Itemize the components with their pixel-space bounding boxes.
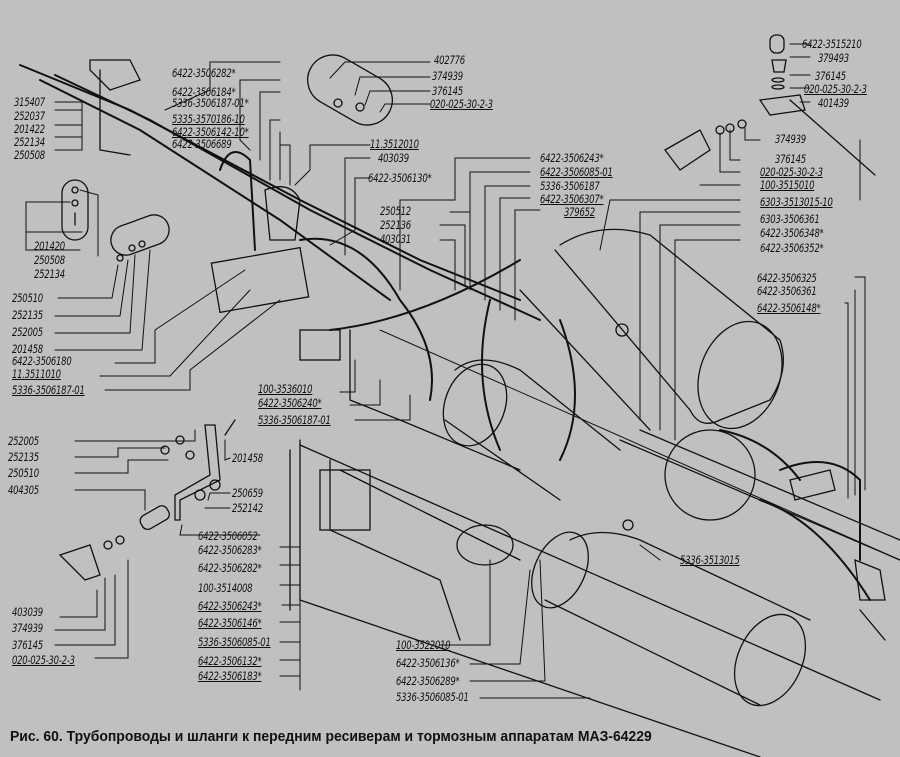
right-end-fittings	[789, 469, 886, 641]
part-label: 6422-3506348*	[760, 226, 824, 240]
part-label: 403039	[12, 605, 43, 619]
pipes-lower	[329, 329, 521, 641]
part-label: 250508	[14, 148, 45, 162]
part-label: 6422-3506289*	[396, 674, 460, 688]
part-label: 376145	[775, 152, 806, 166]
part-label: 6422-3506307*	[540, 192, 604, 206]
part-label: 376145	[12, 638, 43, 652]
part-label: 201458	[232, 451, 263, 465]
wheel-arch	[664, 429, 756, 521]
part-label: 374939	[12, 621, 43, 635]
part-label: 252136	[380, 218, 411, 232]
part-label: 252005	[8, 434, 39, 448]
part-label: 5336-3506085-01	[396, 690, 469, 704]
part-label: 5336-3506187-01	[258, 413, 331, 427]
part-label: 201458	[12, 342, 43, 356]
part-label: 250508	[34, 253, 65, 267]
part-label: 376145	[432, 84, 463, 98]
leader-lines	[25, 43, 866, 699]
bracket-assembly	[58, 419, 236, 581]
part-label: 6422-3506148*	[757, 301, 821, 315]
part-label: 020-025-30-2-3	[760, 165, 823, 179]
part-label: 6422-3506282*	[198, 561, 262, 575]
part-label: 100-3522010	[396, 638, 451, 652]
part-label: 020-025-30-2-3	[12, 653, 75, 667]
part-label: 100-3515010	[760, 178, 815, 192]
exploded-ovals	[61, 54, 393, 262]
part-label: 6422-3506240*	[258, 396, 322, 410]
part-label: 374939	[432, 69, 463, 83]
part-label: 376145	[815, 69, 846, 83]
part-label: 6422-3506184*	[172, 85, 236, 99]
part-label: 252135	[12, 308, 43, 322]
part-label: 6422-3506689	[172, 137, 232, 151]
part-label: 6422-3506243*	[540, 151, 604, 165]
part-label: 6422-3506325	[757, 271, 817, 285]
part-label: 201422	[14, 122, 45, 136]
part-label: 6422-3506136*	[396, 656, 460, 670]
part-label: 6422-3506146*	[198, 616, 262, 630]
part-label: 5336-3506085-01	[198, 635, 271, 649]
part-label: 379652	[564, 205, 595, 219]
part-label: 401439	[818, 96, 849, 110]
part-label: 100-3536010	[258, 382, 313, 396]
part-label: 5336-3506187-01*	[172, 96, 249, 110]
part-label: 374939	[775, 132, 806, 146]
part-label: 250659	[232, 486, 263, 500]
part-label: 252142	[232, 501, 263, 515]
receiver-middle	[442, 359, 621, 501]
valve-blocks	[210, 186, 514, 566]
part-label: 250510	[12, 291, 43, 305]
part-label: 315407	[14, 95, 45, 109]
figure-caption: Рис. 60. Трубопроводы и шланги к передни…	[10, 728, 652, 745]
part-label: 6422-3506183*	[198, 669, 262, 683]
part-label: 6422-3506282*	[172, 66, 236, 80]
part-label: 11.3512010	[370, 137, 419, 151]
part-label: 5336-3506187-01	[12, 383, 85, 397]
mount-bracket	[89, 59, 141, 156]
part-label: 6303-3506361	[760, 212, 820, 226]
part-label: 6422-3506243*	[198, 599, 262, 613]
part-label: 6422-3506142-10*	[172, 125, 249, 139]
part-label: 6422-3506085-01	[540, 165, 613, 179]
part-label: 6422-3506130*	[368, 171, 432, 185]
part-label: 11.3511010	[12, 367, 61, 381]
part-label: 252134	[14, 135, 45, 149]
part-label: 404305	[8, 483, 39, 497]
part-label: 402776	[434, 53, 465, 67]
part-label: 020-025-30-2-3	[804, 82, 867, 96]
part-label: 403031	[380, 232, 411, 246]
part-label: 100-3514008	[198, 581, 253, 595]
part-label: 252037	[14, 109, 45, 123]
part-label: 6422-3506132*	[198, 654, 262, 668]
part-label: 5335-3570186-10	[172, 112, 245, 126]
part-label: 403039	[378, 151, 409, 165]
part-label: 6303-3513015-10	[760, 195, 833, 209]
part-label: 6422-3506052	[198, 529, 258, 543]
part-label: 5336-3513015	[680, 553, 740, 567]
part-label: 6422-3506352*	[760, 241, 824, 255]
part-label: 6422-3506361	[757, 284, 817, 298]
part-label: 250512	[380, 204, 411, 218]
part-label: 6422-3506180	[12, 354, 72, 368]
part-label: 252134	[34, 267, 65, 281]
front-receiver-upper	[519, 228, 784, 431]
part-label: 020-025-30-2-3	[430, 97, 493, 111]
part-label: 252005	[12, 325, 43, 339]
part-label: 5336-3506187	[540, 179, 600, 193]
part-label: 6422-3515210	[802, 37, 862, 51]
part-label: 6422-3506283*	[198, 543, 262, 557]
part-label: 252135	[8, 450, 39, 464]
top-right-fittings	[664, 34, 876, 176]
part-label: 379493	[818, 51, 849, 65]
receiver-lower	[531, 519, 811, 707]
part-label: 201420	[34, 239, 65, 253]
part-label: 250510	[8, 466, 39, 480]
